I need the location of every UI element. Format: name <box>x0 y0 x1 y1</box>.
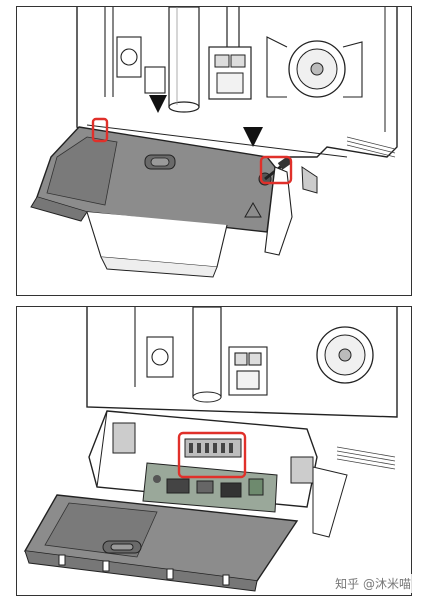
boiler-control-box-open-drawing <box>23 307 398 592</box>
warning-triangle-icon <box>244 201 262 218</box>
control-box-cover <box>30 126 276 233</box>
watermark: 知乎 @沐米喵 <box>332 574 414 593</box>
flue-pipe <box>168 7 200 113</box>
pipework-left-2 <box>134 307 174 387</box>
gas-valve-2 <box>228 346 268 396</box>
fuse-highlight <box>177 431 247 479</box>
gas-valve <box>208 7 252 100</box>
latch-highlight-left <box>91 117 109 143</box>
step-1-illustration <box>16 6 412 296</box>
latch-highlight-right <box>259 155 293 185</box>
step-2-illustration <box>16 306 412 596</box>
control-box-open <box>88 410 348 538</box>
down-arrow-icon <box>149 95 263 147</box>
flue-pipe-2 <box>192 307 222 403</box>
pump-2 <box>316 326 374 384</box>
control-box-cover-open <box>23 494 299 592</box>
pump <box>266 36 363 98</box>
boiler-cover-closed-drawing <box>30 7 398 278</box>
pipework-left <box>104 7 166 97</box>
